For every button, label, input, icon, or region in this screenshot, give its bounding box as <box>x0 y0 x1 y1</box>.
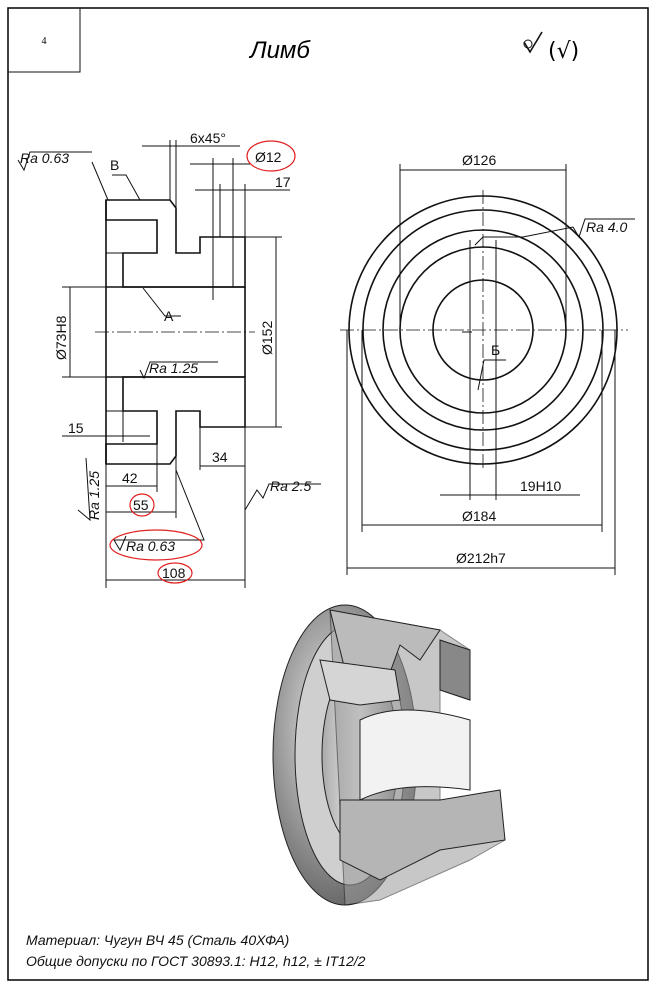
dimension-42: 42 <box>122 470 138 486</box>
ra-side-label: Ra 1.25 <box>86 471 102 520</box>
tolerance-note: Общие допуски по ГОСТ 30893.1: H12, h12,… <box>26 953 366 969</box>
chamfer-dimension: 6x45° <box>190 130 226 146</box>
ra-bore-label: Ra 1.25 <box>149 360 198 376</box>
dimension-55: 55 <box>133 497 149 513</box>
section-view: Ra 0.63 В А 6x45° Ø12 17 Ø73H8 Ø152 Ra 1… <box>17 130 472 588</box>
label-a: А <box>164 308 174 324</box>
label-b: В <box>110 157 119 173</box>
isometric-3d-view <box>272 604 506 906</box>
diameter-126-dimension: Ø126 <box>462 152 496 168</box>
sheet-frame <box>7 7 649 981</box>
highlight-dimension-55 <box>129 493 155 517</box>
dimension-108: 108 <box>162 565 186 581</box>
material-note: Материал: Чугун ВЧ 45 (Сталь 40ХФА) <box>26 932 289 948</box>
svg-text:(√): (√) <box>548 39 579 64</box>
sheet-number-box <box>7 7 81 73</box>
dimension-15: 15 <box>68 420 84 436</box>
highlight-hole-diameter <box>246 140 296 172</box>
ra-bottom-label: Ra 0.63 <box>126 538 175 554</box>
highlight-ra-bottom <box>109 529 203 561</box>
diameter-184-dimension: Ø184 <box>462 508 496 524</box>
bore-diameter-dimension: Ø73H8 <box>53 315 69 360</box>
label-b2: Б <box>491 342 500 358</box>
ra-40-label: Ra 4.0 <box>586 219 627 235</box>
diameter-212-dimension: Ø212h7 <box>456 550 506 566</box>
diameter-152-dimension: Ø152 <box>259 321 275 355</box>
drawing-title: Лимб <box>248 37 311 64</box>
ra-top-left-label: Ra 0.63 <box>20 150 69 166</box>
roughness-general-icon: (√) <box>523 31 579 64</box>
dimension-17: 17 <box>275 174 291 190</box>
slot-width-dimension: 19H10 <box>520 478 561 494</box>
front-view: Ø126 Ra 4.0 Б 19H10 Ø184 Ø212h7 <box>340 152 635 575</box>
hole-diameter-dimension: Ø12 <box>255 149 282 165</box>
sheet-number: 4 <box>42 36 47 47</box>
highlight-dimension-108 <box>157 562 193 584</box>
dimension-34: 34 <box>212 449 228 465</box>
ra-right-label: Ra 2.5 <box>270 478 311 494</box>
